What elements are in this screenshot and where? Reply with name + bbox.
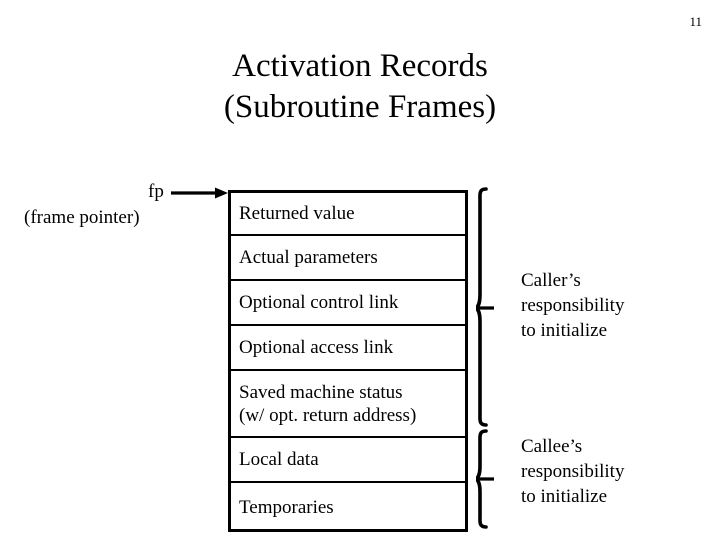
page-number: 11: [689, 14, 702, 29]
annotation-line: to initialize: [521, 320, 608, 341]
right-curly-brace-icon-callee: [476, 428, 502, 530]
record-row-label-secondary: (w/ opt. return address): [239, 404, 417, 426]
annotation-caller-responsibility: Caller’s responsibility to initialize: [521, 268, 624, 343]
record-row-label: Optional control link: [239, 292, 399, 313]
annotation-line: responsibility: [521, 461, 625, 482]
annotation-line: Callee’s: [521, 436, 583, 457]
record-row-label: Actual parameters: [239, 247, 378, 268]
record-row-temporaries: Temporaries: [231, 483, 465, 531]
record-row-saved-machine-status: Saved machine status (w/ opt. return add…: [231, 371, 465, 438]
right-curly-brace-icon-caller: [476, 186, 502, 428]
annotation-line: responsibility: [521, 295, 625, 316]
annotation-callee-responsibility: Callee’s responsibility to initialize: [521, 434, 624, 509]
record-row-optional-control-link: Optional control link: [231, 281, 465, 326]
record-row-label: Local data: [239, 449, 319, 470]
activation-record-box: Returned value Actual parameters Optiona…: [228, 190, 468, 532]
record-row-label: Temporaries: [239, 496, 334, 518]
record-row-label: Saved machine status: [239, 381, 403, 403]
record-row-optional-access-link: Optional access link: [231, 326, 465, 371]
annotation-line: to initialize: [521, 486, 608, 507]
frame-pointer-abbrev-label: fp: [148, 181, 164, 202]
annotation-line: Caller’s: [521, 270, 581, 291]
record-row-local-data: Local data: [231, 438, 465, 483]
record-row-returned-value: Returned value: [231, 193, 465, 236]
record-row-label: Returned value: [239, 203, 355, 224]
frame-pointer-description-label: (frame pointer): [24, 207, 140, 228]
title-line-2: (Subroutine Frames): [223, 89, 497, 125]
right-arrow-icon: [171, 186, 229, 200]
title-line-1: Activation Records: [232, 48, 488, 84]
page-title: Activation Records (Subroutine Frames): [0, 46, 720, 128]
record-row-label: Optional access link: [239, 337, 394, 358]
record-row-actual-parameters: Actual parameters: [231, 236, 465, 281]
